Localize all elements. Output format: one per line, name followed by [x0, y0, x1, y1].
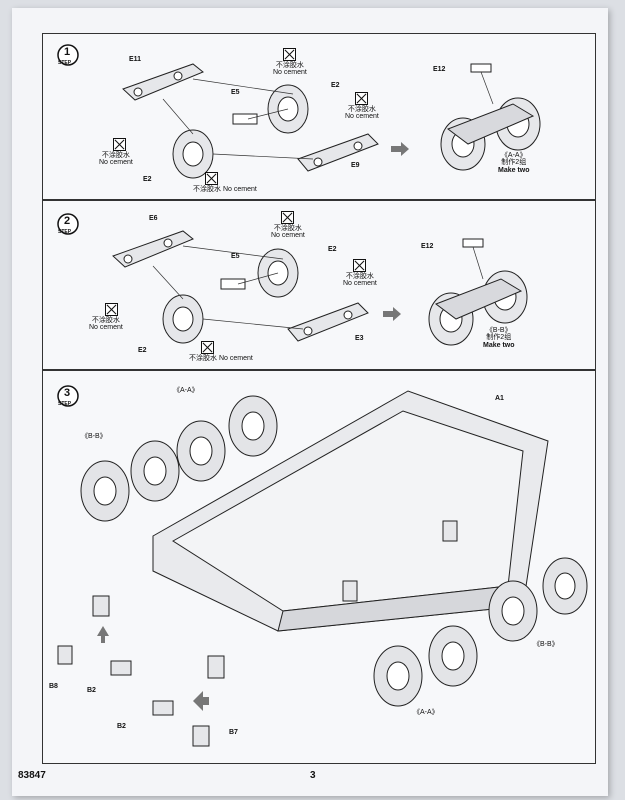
no-cement-icon — [205, 172, 218, 185]
part-label-e6: E6 — [149, 215, 158, 222]
step-3-panel: 3 STEP 《A-A》 《B-B》 《B-B》 《A-A》 A1 B8 B2 … — [42, 370, 596, 764]
part-label-e2: E2 — [143, 176, 152, 183]
part-label-b2: B2 — [87, 687, 96, 694]
part-label-e12: E12 — [421, 243, 434, 250]
step-number: 1 — [64, 46, 71, 58]
step-1-badge: 1 STEP — [57, 44, 79, 66]
step-3-drawing — [57, 390, 588, 747]
assembly-a-a-label: 《A-A》 — [173, 387, 199, 394]
no-cement-icon — [353, 259, 366, 272]
part-label-e12: E12 — [433, 66, 446, 73]
no-cement-icon — [105, 303, 118, 316]
step-3-badge: 3 STEP — [57, 385, 79, 407]
no-cement-icon — [201, 341, 214, 354]
step-number: 2 — [64, 215, 71, 227]
step-2-badge: 2 STEP — [57, 213, 79, 235]
part-label-e3: E3 — [355, 335, 364, 342]
step-1-drawing — [122, 63, 541, 179]
part-label-a1: A1 — [495, 395, 504, 402]
part-label-b8: B8 — [49, 683, 58, 690]
no-cement-icon — [355, 92, 368, 105]
page-number: 3 — [310, 770, 316, 781]
no-cement-icon — [281, 211, 294, 224]
part-label-b2: B2 — [117, 723, 126, 730]
no-cement-icon — [113, 138, 126, 151]
part-label-e2: E2 — [331, 82, 340, 89]
part-label-e11: E11 — [129, 56, 142, 63]
part-label-e5: E5 — [231, 253, 240, 260]
part-label-e2: E2 — [328, 246, 337, 253]
part-label-e2: E2 — [138, 347, 147, 354]
part-label-e5: E5 — [231, 89, 240, 96]
assembly-b-b-label: 《B-B》 — [81, 433, 107, 440]
step-word: STEP — [58, 229, 72, 235]
part-label-e9: E9 — [351, 162, 360, 169]
assembly-a-a-label: 《A-A》 — [413, 709, 439, 716]
product-code: 83847 — [18, 770, 46, 781]
no-cement-label: 不涂胶水 No cement — [193, 186, 257, 193]
assembly-b-b-label: 《B-B》 — [533, 641, 559, 648]
step-number: 3 — [64, 387, 71, 399]
part-label-b7: B7 — [229, 729, 238, 736]
no-cement-label: 不涂胶水 No cement — [189, 355, 253, 362]
step-word: STEP — [58, 60, 72, 66]
step-word: STEP — [58, 401, 72, 407]
no-cement-icon — [283, 48, 296, 61]
step-2-drawing — [112, 230, 528, 346]
